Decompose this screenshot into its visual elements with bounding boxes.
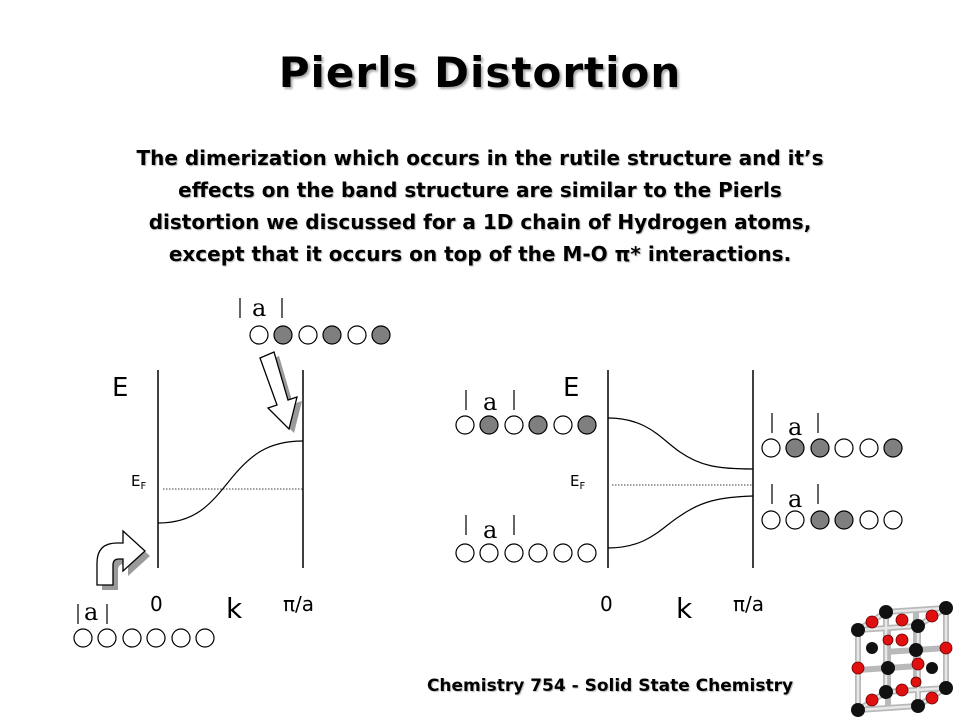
atom [834,510,854,530]
right-lower-left-lattice-label: a [483,516,497,544]
slide-subtitle: The dimerization which occurs in the rut… [100,142,860,270]
atom [298,325,318,345]
right-lower-right-chain: a [761,484,903,530]
right-upper-right-chain: a [761,413,903,458]
atom [146,628,166,648]
right-k-label: k [676,592,693,625]
down-arrow-icon [259,351,302,433]
right-energy-label: E [563,373,579,403]
atom [273,325,293,345]
atom [455,543,475,563]
atom [528,415,548,435]
atom [479,415,499,435]
atom [859,438,879,458]
atom [249,325,269,345]
subtitle-line-4: except that it occurs on top of the M-O … [168,242,792,266]
slide-title: Pierls Distortion [278,48,682,97]
atom [73,628,93,648]
atom [171,628,191,648]
atom [347,325,367,345]
atom [97,628,117,648]
right-upper-left-chain: a [455,388,597,435]
left-band-panel: E EF 0 k π/a a [73,294,391,648]
atom [785,510,805,530]
right-band-panel: E EF 0 k π/a a a [455,370,903,625]
right-k-max: π/a [733,592,764,616]
slide-footer: Chemistry 754 - Solid State Chemistry [426,676,794,696]
atom [883,438,903,458]
left-k-zero: 0 [150,592,163,616]
atom [761,510,781,530]
atom [883,510,903,530]
curved-arrow-icon [96,529,150,590]
left-top-chain: a [239,294,391,345]
atom [577,415,597,435]
atom [810,510,830,530]
right-upper-band [607,417,754,470]
atom [195,628,215,648]
subtitle-line-2: effects on the band structure are simila… [178,178,782,202]
atom [761,438,781,458]
atom [371,325,391,345]
atom [785,438,805,458]
right-lower-band [607,495,754,549]
left-bottom-chain: a [73,598,215,648]
atom [810,438,830,458]
atom [553,543,573,563]
atom [553,415,573,435]
right-lower-left-chain: a [455,515,597,563]
atom [834,438,854,458]
left-fermi-label: EF [131,472,146,492]
left-energy-label: E [112,373,128,403]
atom [859,510,879,530]
right-k-zero: 0 [600,592,613,616]
atom [528,543,548,563]
left-k-label: k [226,592,243,625]
atom [504,415,524,435]
subtitle-line-1: The dimerization which occurs in the rut… [136,146,824,170]
atom [504,543,524,563]
left-k-max: π/a [283,592,314,616]
left-band-curve [157,440,304,524]
atom [322,325,342,345]
atom [577,543,597,563]
right-fermi-label: EF [570,472,585,492]
right-upper-right-lattice-label: a [788,413,802,441]
atom [455,415,475,435]
right-upper-left-lattice-label: a [483,388,497,416]
subtitle-line-3: distortion we discussed for a 1D chain o… [148,210,812,234]
rutile-crystal-logo-icon [851,601,953,717]
atom [122,628,142,648]
right-lower-right-lattice-label: a [788,485,802,513]
atom [479,543,499,563]
left-bottom-lattice-label: a [84,598,98,626]
left-top-lattice-label: a [252,294,266,322]
